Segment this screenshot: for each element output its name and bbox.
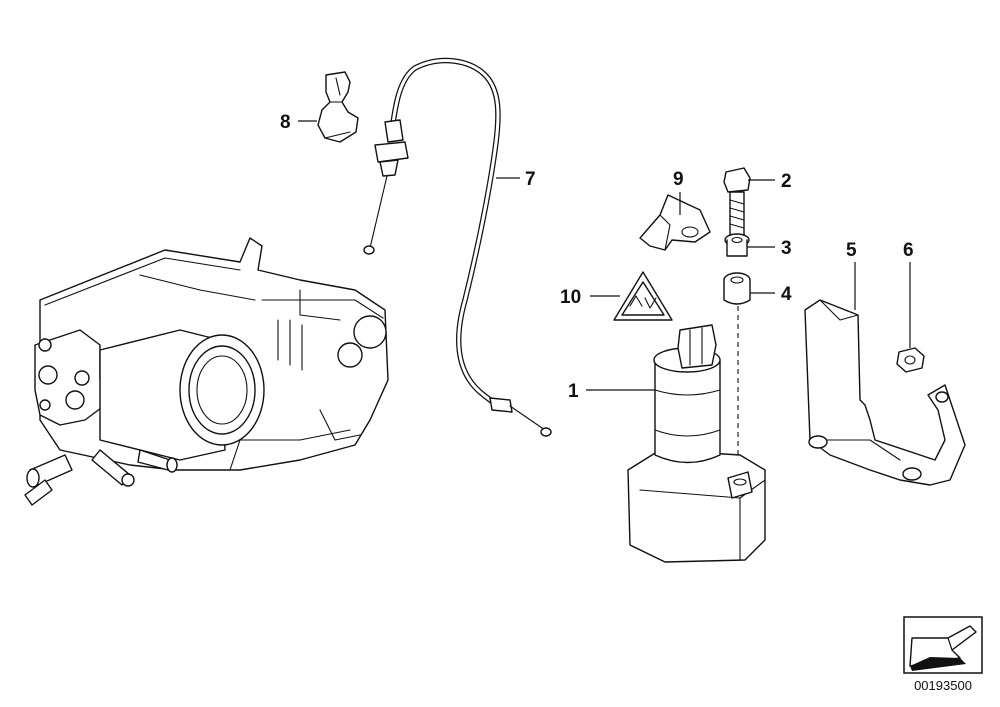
callout-7: 7 [525,169,536,190]
throttle-intake-tube [99,329,265,461]
part-5-mounting-bracket [804,299,966,486]
part-3-washer [724,233,750,257]
part-2-screw [723,167,751,239]
part-10-warning-label [613,271,673,321]
callout-10: 10 [560,287,581,308]
callout-2: 2 [781,171,792,192]
part-6-nut [896,347,925,373]
part-8-cable-clip [317,71,359,143]
part-9-bracket-clip [639,194,711,251]
callout-9: 9 [673,169,684,190]
callout-8: 8 [280,112,291,133]
callout-4: 4 [781,284,792,305]
callout-6: 6 [903,240,914,261]
callout-5: 5 [846,240,857,261]
arrow-icon [909,625,977,671]
part-7-throttle-cable [363,57,552,437]
leader-lines [298,120,911,391]
diagram-number: 00193500 [914,678,972,693]
callout-1: 1 [568,381,579,402]
part-4-bushing [723,272,751,305]
nav-arrow-box[interactable] [903,616,983,674]
callout-3: 3 [781,238,792,259]
throttle-left-flange [34,329,106,426]
part-1-actuator [627,324,766,563]
throttle-pipe-fittings [24,449,178,506]
